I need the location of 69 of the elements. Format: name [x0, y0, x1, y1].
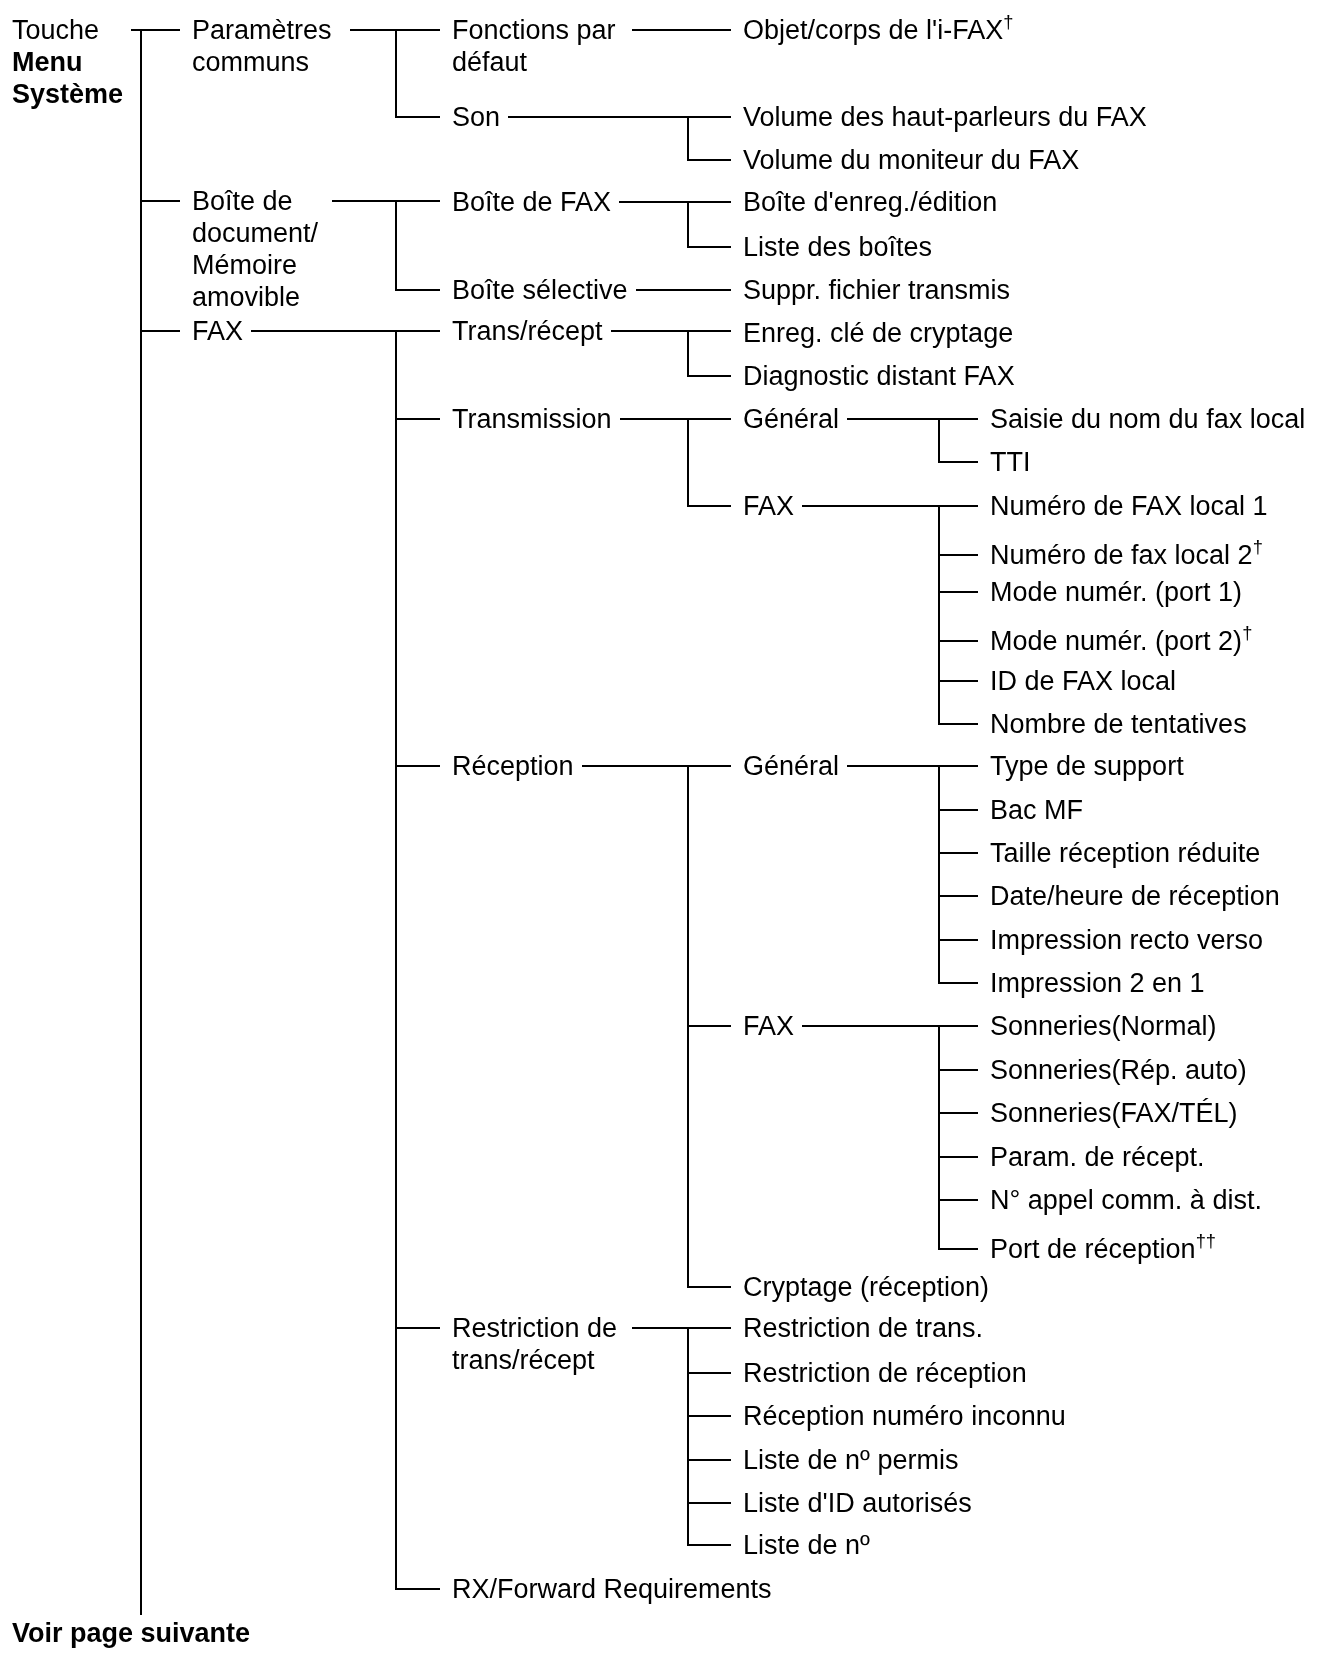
menu-item-label: Volume des haut-parleurs du FAX [743, 101, 1147, 133]
menu-item-label: Général [743, 403, 840, 435]
connector-line [846, 765, 979, 984]
menu-item-label: ID de FAX local [990, 665, 1177, 697]
menu-item-label: Impression recto verso [990, 924, 1264, 956]
menu-item-label: Restriction de réception [743, 1357, 1027, 1389]
menu-item-label: Saisie du nom du fax local [990, 403, 1306, 435]
connector-line [581, 765, 732, 1288]
menu-item-label: FAX [192, 315, 244, 347]
menu-item-label: Mode numér. (port 2)$^{†}$ [990, 625, 1253, 657]
menu-item-label: Diagnostic distant FAX [743, 360, 1015, 392]
menu-item-label: Suppr. fichier transmis [743, 274, 1011, 306]
menu-item-label: Mode numér. (port 1) [990, 576, 1243, 608]
menu-item-label: Touche Menu Système [12, 14, 124, 110]
connector-line [349, 29, 441, 118]
menu-item-label: Transmission [452, 403, 612, 435]
menu-item-label: Liste d'ID autorisés [743, 1487, 972, 1519]
menu-item-label: Liste des boîtes [743, 231, 933, 263]
connector-line [801, 1025, 979, 1250]
menu-item-label: Numéro de FAX local 1 [990, 490, 1268, 522]
menu-item-label: Liste de nº permis [743, 1444, 959, 1476]
menu-item-label: Port de réception$^{††}$ [990, 1233, 1217, 1265]
connector-line [846, 418, 979, 463]
menu-item-label: FAX [743, 490, 795, 522]
menu-item-label: N° appel comm. à dist. [990, 1184, 1262, 1216]
menu-item-label: RX/Forward Requirements [452, 1573, 772, 1605]
connector-line [250, 330, 441, 1590]
menu-item-label: Sonneries(Normal) [990, 1010, 1217, 1042]
menu-item-label: Taille réception réduite [990, 837, 1261, 869]
menu-item-label: Bac MF [990, 794, 1083, 826]
menu-item-label: TTI [990, 446, 1031, 478]
menu-item-label: Cryptage (réception) [743, 1271, 990, 1303]
menu-item-label: Volume du moniteur du FAX [743, 144, 1080, 176]
menu-item-label: Impression 2 en 1 [990, 967, 1205, 999]
menu-item-label: Général [743, 750, 840, 782]
connector-line [801, 505, 979, 725]
connector-line [331, 200, 441, 291]
connector-line [631, 29, 732, 31]
menu-item-label: Numéro de fax local 2$^{†}$ [990, 539, 1263, 571]
connector-line [635, 289, 732, 291]
menu-item-label: Liste de nº [743, 1529, 870, 1561]
menu-item-label: Nombre de tentatives [990, 708, 1247, 740]
connector-line [618, 201, 732, 248]
menu-item-label: FAX [743, 1010, 795, 1042]
connector-line [631, 1327, 732, 1546]
menu-item-label: Date/heure de réception [990, 880, 1280, 912]
menu-item-label: Son [452, 101, 501, 133]
menu-item-label: Type de support [990, 750, 1184, 782]
continuation-note: Voir page suivante [12, 1617, 251, 1649]
menu-item-label: Boîte sélective [452, 274, 628, 306]
menu-item-label: Param. de récept. [990, 1141, 1205, 1173]
connector-line [610, 330, 732, 377]
menu-item-label: Enreg. clé de cryptage [743, 317, 1014, 349]
menu-item-label: Boîte de document/ Mémoire amovible [192, 185, 324, 313]
connector-line [507, 116, 732, 161]
menu-item-label: Fonctions par défaut [452, 14, 624, 78]
menu-item-label: Restriction de trans. [743, 1312, 984, 1344]
menu-item-label: Trans/récept [452, 315, 603, 347]
menu-item-label: Objet/corps de l'i-FAX$^{†}$ [743, 14, 1014, 46]
menu-item-label: Boîte de FAX [452, 186, 612, 218]
menu-item-label: Réception [452, 750, 574, 782]
menu-item-label: Boîte d'enreg./édition [743, 186, 998, 218]
connector-line [619, 418, 732, 507]
menu-item-label: Sonneries(Rép. auto) [990, 1054, 1247, 1086]
menu-item-label: Restriction de trans/récept [452, 1312, 624, 1376]
connector-line [130, 29, 142, 1616]
menu-item-label: Paramètres communs [192, 14, 342, 78]
menu-item-label: Réception numéro inconnu [743, 1400, 1066, 1432]
menu-item-label: Sonneries(FAX/TÉL) [990, 1097, 1238, 1129]
